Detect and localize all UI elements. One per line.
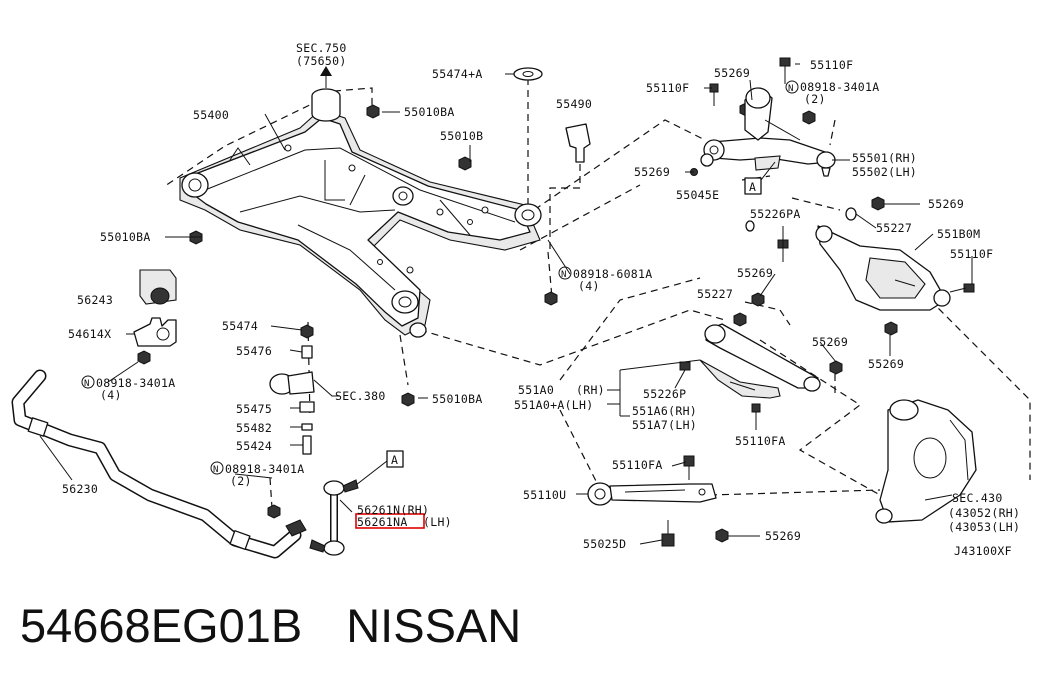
label-55269-3: 55269: [928, 197, 964, 211]
label-08918-3401a-3: 08918-3401A: [800, 80, 879, 94]
footer-caption: 54668EG01B NISSAN: [20, 598, 565, 653]
label-55502: 55502(LH): [852, 165, 917, 179]
lower-control-arm: [815, 207, 951, 311]
label-55110f-2: 55110F: [646, 81, 689, 95]
reference-box-a: [355, 161, 776, 486]
label-08918-3401a-2: 08918-3401A: [225, 462, 304, 476]
upper-control-arm: [703, 87, 836, 177]
label-08918-3401a-2-qty: (2): [230, 474, 252, 488]
label-55482: 55482: [236, 421, 272, 435]
label-box-a-2: A: [749, 180, 756, 194]
label-55269-1: 55269: [714, 66, 750, 80]
label-sec380: SEC.380: [335, 389, 386, 403]
rear-subframe: [179, 88, 542, 338]
label-08918-6081a: 08918-6081A: [573, 267, 652, 281]
label-56230: 56230: [62, 482, 98, 496]
label-08918-3401a-1: 08918-3401A: [96, 376, 175, 390]
label-55110f-1: 55110F: [810, 58, 853, 72]
label-56261n: 56261N(RH): [357, 503, 429, 517]
stabilizer-clamp-icon: [133, 317, 177, 347]
bracket-55490-icon: [565, 123, 591, 163]
washer-icon: [505, 67, 543, 81]
label-55226p: 55226P: [643, 387, 686, 401]
label-55501: 55501(RH): [852, 151, 917, 165]
label-08918-3401a-3-qty: (2): [804, 92, 826, 106]
label-551a0-rh: (RH): [576, 383, 605, 397]
label-08918-6081a-qty: (4): [578, 279, 600, 293]
label-leaders: [39, 63, 973, 545]
label-55269-7: 55269: [765, 529, 801, 543]
label-55476: 55476: [236, 344, 272, 358]
stabilizer-link: [309, 479, 359, 556]
label-55474: 55474: [222, 319, 258, 333]
label-55110f-3: 55110F: [950, 247, 993, 261]
label-55227-1: 55227: [876, 221, 912, 235]
label-551b0m: 551B0M: [937, 227, 980, 241]
label-55269-5: 55269: [812, 335, 848, 349]
label-551a0a: 551A0+A(LH): [514, 398, 593, 412]
label-55025d: 55025D: [583, 537, 626, 551]
sec750-arrow: [320, 66, 332, 88]
label-54614x: 54614X: [68, 327, 111, 341]
label-55474a: 55474+A: [432, 67, 483, 81]
label-circle-n-3: N: [213, 465, 219, 475]
label-551a0: 551A0: [518, 383, 554, 397]
label-55010b: 55010B: [440, 129, 483, 143]
label-55490: 55490: [556, 97, 592, 111]
label-56261na-side: (LH): [423, 515, 452, 529]
label-55010ba-2: 55010BA: [100, 230, 151, 244]
label-55110fa-2: 55110FA: [612, 458, 663, 472]
label-56243: 56243: [77, 293, 113, 307]
label-circle-n-2: N: [84, 379, 90, 389]
brand-name: NISSAN: [346, 599, 522, 652]
label-55269-4: 55269: [737, 266, 773, 280]
nut-icons: [137, 102, 898, 543]
misc-washers: [745, 220, 755, 232]
label-43053: (43053(LH): [948, 520, 1020, 534]
toe-control-link: [699, 323, 821, 399]
stabilizer-bar: [11, 369, 307, 559]
part-labels: SEC.750 (75650) 55474+A 55400 55010BA 55…: [62, 41, 1020, 558]
label-551a7: 551A7(LH): [632, 418, 697, 432]
label-55424: 55424: [236, 439, 272, 453]
label-sec750-ref: (75650): [296, 54, 347, 68]
label-551a6: 551A6(RH): [632, 404, 697, 418]
label-circle-n-1: N: [561, 270, 567, 280]
label-circle-n-4: N: [788, 84, 794, 94]
rear-knuckle: [875, 399, 977, 524]
highlight-box: [355, 513, 425, 529]
label-08918-3401a-1-qty: (4): [100, 388, 122, 402]
label-55226pa: 55226PA: [750, 207, 801, 221]
label-sec750: SEC.750: [296, 41, 347, 55]
label-sec430: SEC.430: [952, 491, 1003, 505]
label-43052: (43052(RH): [948, 506, 1020, 520]
label-55227-2: 55227: [697, 287, 733, 301]
label-55400: 55400: [193, 108, 229, 122]
label-55045e: 55045E: [676, 188, 719, 202]
label-55269-2: 55269: [634, 165, 670, 179]
radius-rod: [587, 482, 717, 506]
label-55475: 55475: [236, 402, 272, 416]
part-number: 54668EG01B: [20, 599, 303, 652]
label-55269-6: 55269: [868, 357, 904, 371]
label-55110u: 55110U: [523, 488, 566, 502]
label-56261na-code: 56261NA: [357, 515, 408, 529]
stabilizer-bushing-icon: [139, 269, 177, 305]
label-drawing-id: J43100XF: [954, 544, 1012, 558]
label-55010ba-1: 55010BA: [404, 105, 455, 119]
label-55010ba-3: 55010BA: [432, 392, 483, 406]
sec380-parts: [269, 345, 340, 455]
label-55110fa-1: 55110FA: [735, 434, 786, 448]
label-box-a-1: A: [391, 453, 398, 467]
